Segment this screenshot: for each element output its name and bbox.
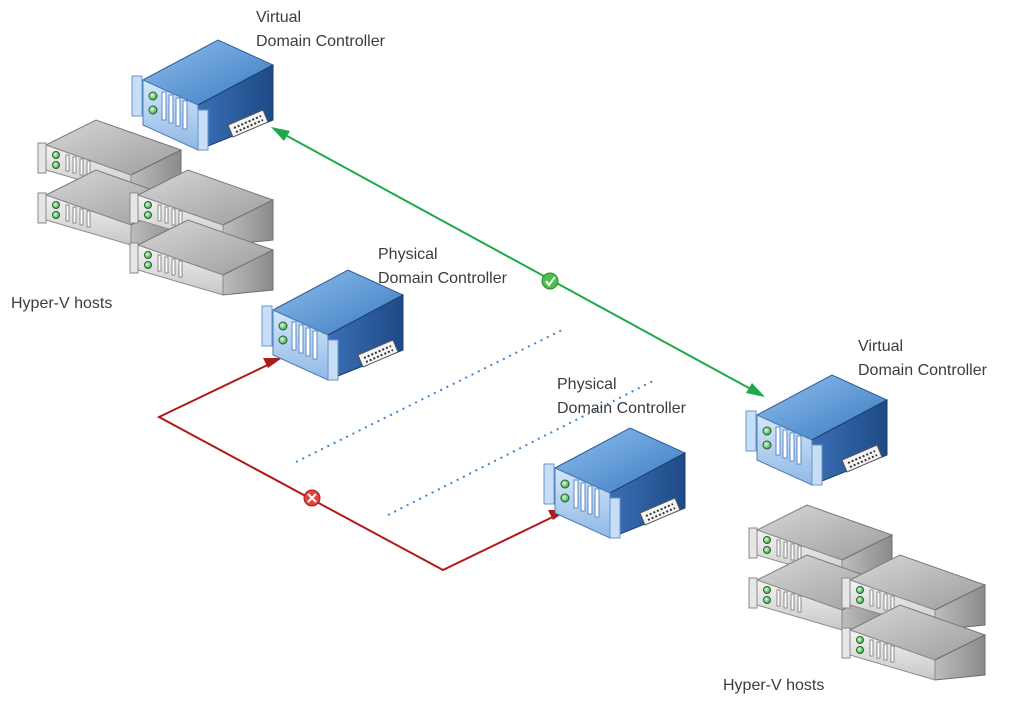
label-line: Domain Controller	[858, 362, 987, 379]
label-line: Virtual	[858, 338, 904, 355]
virtual-dc-top-server-icon	[131, 39, 274, 151]
label-line: Domain Controller	[256, 33, 385, 50]
hyperv-hosts-left-label: Hyper-V hosts	[11, 295, 113, 312]
virtual-dc-top-label: Virtual Domain Controller	[256, 6, 385, 54]
label-line: Virtual	[256, 9, 302, 26]
arrowhead-icon	[263, 358, 282, 368]
arrowhead-icon	[271, 127, 290, 141]
physical-dc-right-label: Physical Domain Controller	[557, 373, 686, 421]
dotted-separator	[295, 329, 563, 463]
arrowhead-icon	[746, 383, 765, 397]
replication-link-failed	[156, 358, 567, 572]
hyperv-hosts-left	[37, 119, 274, 296]
label-line: Domain Controller	[557, 400, 686, 417]
hyperv-hosts-right-label: Hyper-V hosts	[723, 677, 825, 694]
error-x-icon	[303, 489, 321, 507]
label-line: Physical	[557, 376, 617, 393]
physical-dc-left-label: Physical Domain Controller	[378, 243, 507, 291]
virtual-dc-right-server-icon	[745, 374, 888, 486]
hyperv-hosts-right	[748, 504, 986, 681]
check-icon	[541, 272, 559, 290]
replication-link-ok	[271, 127, 765, 397]
dotted-separator	[387, 379, 656, 516]
label-line: Physical	[378, 246, 438, 263]
label-line: Domain Controller	[378, 270, 507, 287]
physical-dc-right-server-icon	[543, 427, 686, 539]
virtual-dc-right-label: Virtual Domain Controller	[858, 335, 987, 383]
